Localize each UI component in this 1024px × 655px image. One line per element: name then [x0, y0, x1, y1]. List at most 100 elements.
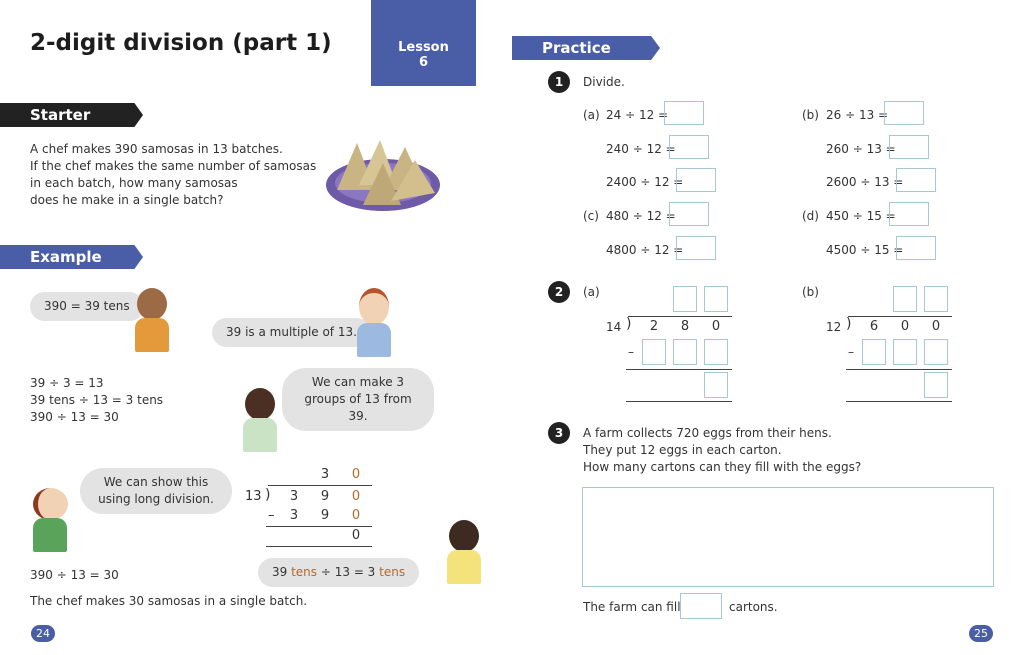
division-line — [628, 316, 732, 317]
division-line — [626, 369, 732, 370]
part-label: (a) — [583, 285, 600, 299]
minus-sign: – — [628, 345, 634, 359]
text-line: 39 ÷ 3 = 13 — [30, 376, 104, 390]
subtract-box[interactable] — [862, 339, 886, 365]
answer-box-cartons[interactable] — [680, 593, 722, 619]
bracket: ) — [846, 316, 852, 332]
practice-banner: Practice — [512, 36, 660, 60]
answer-box[interactable] — [889, 135, 929, 159]
subtract-box[interactable] — [924, 339, 948, 365]
conclusion-text: The chef makes 30 samosas in a single ba… — [30, 594, 308, 608]
speech-bubble: 39 tens ÷ 13 = 3 tens — [258, 558, 420, 587]
bubble-text: 39 — [272, 565, 292, 579]
division-expression: 2400 ÷ 12 = — [606, 175, 684, 189]
answer-box[interactable] — [669, 202, 709, 226]
text-line: 39 tens ÷ 13 = 3 tens — [30, 393, 164, 407]
digit: 0 — [711, 319, 721, 334]
long-division-b: 12) 6 0 0 – — [820, 285, 960, 405]
division-expression: 450 ÷ 15 = — [826, 209, 896, 223]
digit: 3 — [289, 508, 299, 523]
speech-bubble: We can make 3 groups of 13 from 39. — [282, 368, 434, 431]
division-expression: 2600 ÷ 13 = — [826, 175, 904, 189]
bracket: ) — [626, 316, 632, 332]
bubble-text-highlight: tens — [379, 565, 406, 579]
bracket: ) — [265, 487, 271, 503]
bubble-text-highlight: tens — [291, 565, 318, 579]
remainder-box[interactable] — [924, 372, 948, 398]
child-illustration — [446, 520, 482, 584]
answer-box[interactable] — [676, 168, 716, 192]
answer-text: The farm can fill — [583, 600, 681, 614]
speech-bubble: 39 is a multiple of 13. — [212, 318, 371, 347]
minus-sign: – — [848, 345, 854, 359]
text-line: 390 ÷ 13 = 30 — [30, 410, 119, 424]
quotient-box[interactable] — [704, 286, 728, 312]
answer-box[interactable] — [896, 168, 936, 192]
division-line — [626, 401, 732, 402]
division-expression: 480 ÷ 12 = — [606, 209, 676, 223]
lesson-tab: Lesson 6 — [371, 0, 476, 86]
child-illustration — [134, 288, 170, 352]
digit: 9 — [320, 489, 330, 504]
subtract-box[interactable] — [642, 339, 666, 365]
quotient-box[interactable] — [924, 286, 948, 312]
text-line: How many cartons can they fill with the … — [583, 460, 862, 474]
part-label: (d) — [802, 209, 819, 223]
child-illustration — [356, 288, 392, 357]
speech-bubble: We can show this using long division. — [80, 468, 232, 514]
bubble-text: ÷ 13 = 3 — [317, 565, 380, 579]
division-expression: 24 ÷ 12 = — [606, 108, 669, 122]
samosa-plate-image — [326, 140, 440, 211]
text-line: They put 12 eggs in each carton. — [583, 443, 782, 457]
remainder-box[interactable] — [704, 372, 728, 398]
answer-box[interactable] — [664, 101, 704, 125]
example-banner: Example — [0, 245, 143, 269]
answer-box[interactable] — [669, 135, 709, 159]
digit: 0 — [351, 508, 361, 523]
minus-sign: – — [268, 508, 275, 523]
working-area-input[interactable] — [582, 487, 994, 587]
working-text: 39 ÷ 3 = 13 39 tens ÷ 13 = 3 tens 390 ÷ … — [30, 375, 163, 426]
part-label: (b) — [802, 108, 819, 122]
division-expression: 4800 ÷ 12 = — [606, 243, 684, 257]
divisor: 13 — [245, 489, 262, 504]
digit: 8 — [680, 319, 690, 334]
child-illustration — [242, 388, 278, 452]
text-line: If the chef makes the same number of sam… — [30, 159, 317, 173]
answer-box[interactable] — [676, 236, 716, 260]
answer-box[interactable] — [884, 101, 924, 125]
division-line — [846, 369, 952, 370]
subtract-box[interactable] — [893, 339, 917, 365]
division-expression: 240 ÷ 12 = — [606, 142, 676, 156]
answer-box[interactable] — [889, 202, 929, 226]
subtract-box[interactable] — [673, 339, 697, 365]
answer-box[interactable] — [896, 236, 936, 260]
divisor: 12 — [826, 320, 842, 334]
question-number: 2 — [548, 281, 570, 303]
lesson-number: 6 — [418, 55, 429, 70]
digit: 0 — [931, 319, 941, 334]
text-line: in each batch, how many samosas — [30, 176, 238, 190]
page-title: 2-digit division (part 1) — [30, 30, 332, 56]
text-line: does he make in a single batch? — [30, 193, 224, 207]
part-label: (b) — [802, 285, 819, 299]
result-text: 390 ÷ 13 = 30 — [30, 568, 119, 582]
subtract-box[interactable] — [704, 339, 728, 365]
lesson-label: Lesson — [398, 40, 449, 55]
digit: 3 — [320, 467, 330, 482]
quotient-box[interactable] — [673, 286, 697, 312]
division-expression: 26 ÷ 13 = — [826, 108, 889, 122]
digit: 0 — [351, 528, 361, 543]
division-line — [848, 316, 952, 317]
starter-text: A chef makes 390 samosas in 13 batches. … — [30, 141, 316, 209]
answer-text: cartons. — [729, 600, 778, 614]
digit: 9 — [320, 508, 330, 523]
long-division-example: 3 0 13 ) 3 9 0 – 3 9 0 0 — [240, 462, 380, 552]
instruction: Divide. — [583, 75, 625, 89]
digit: 0 — [351, 467, 361, 482]
quotient-box[interactable] — [893, 286, 917, 312]
text-line: A farm collects 720 eggs from their hens… — [583, 426, 832, 440]
digit: 0 — [900, 319, 910, 334]
digit: 6 — [869, 319, 879, 334]
division-line — [846, 401, 952, 402]
